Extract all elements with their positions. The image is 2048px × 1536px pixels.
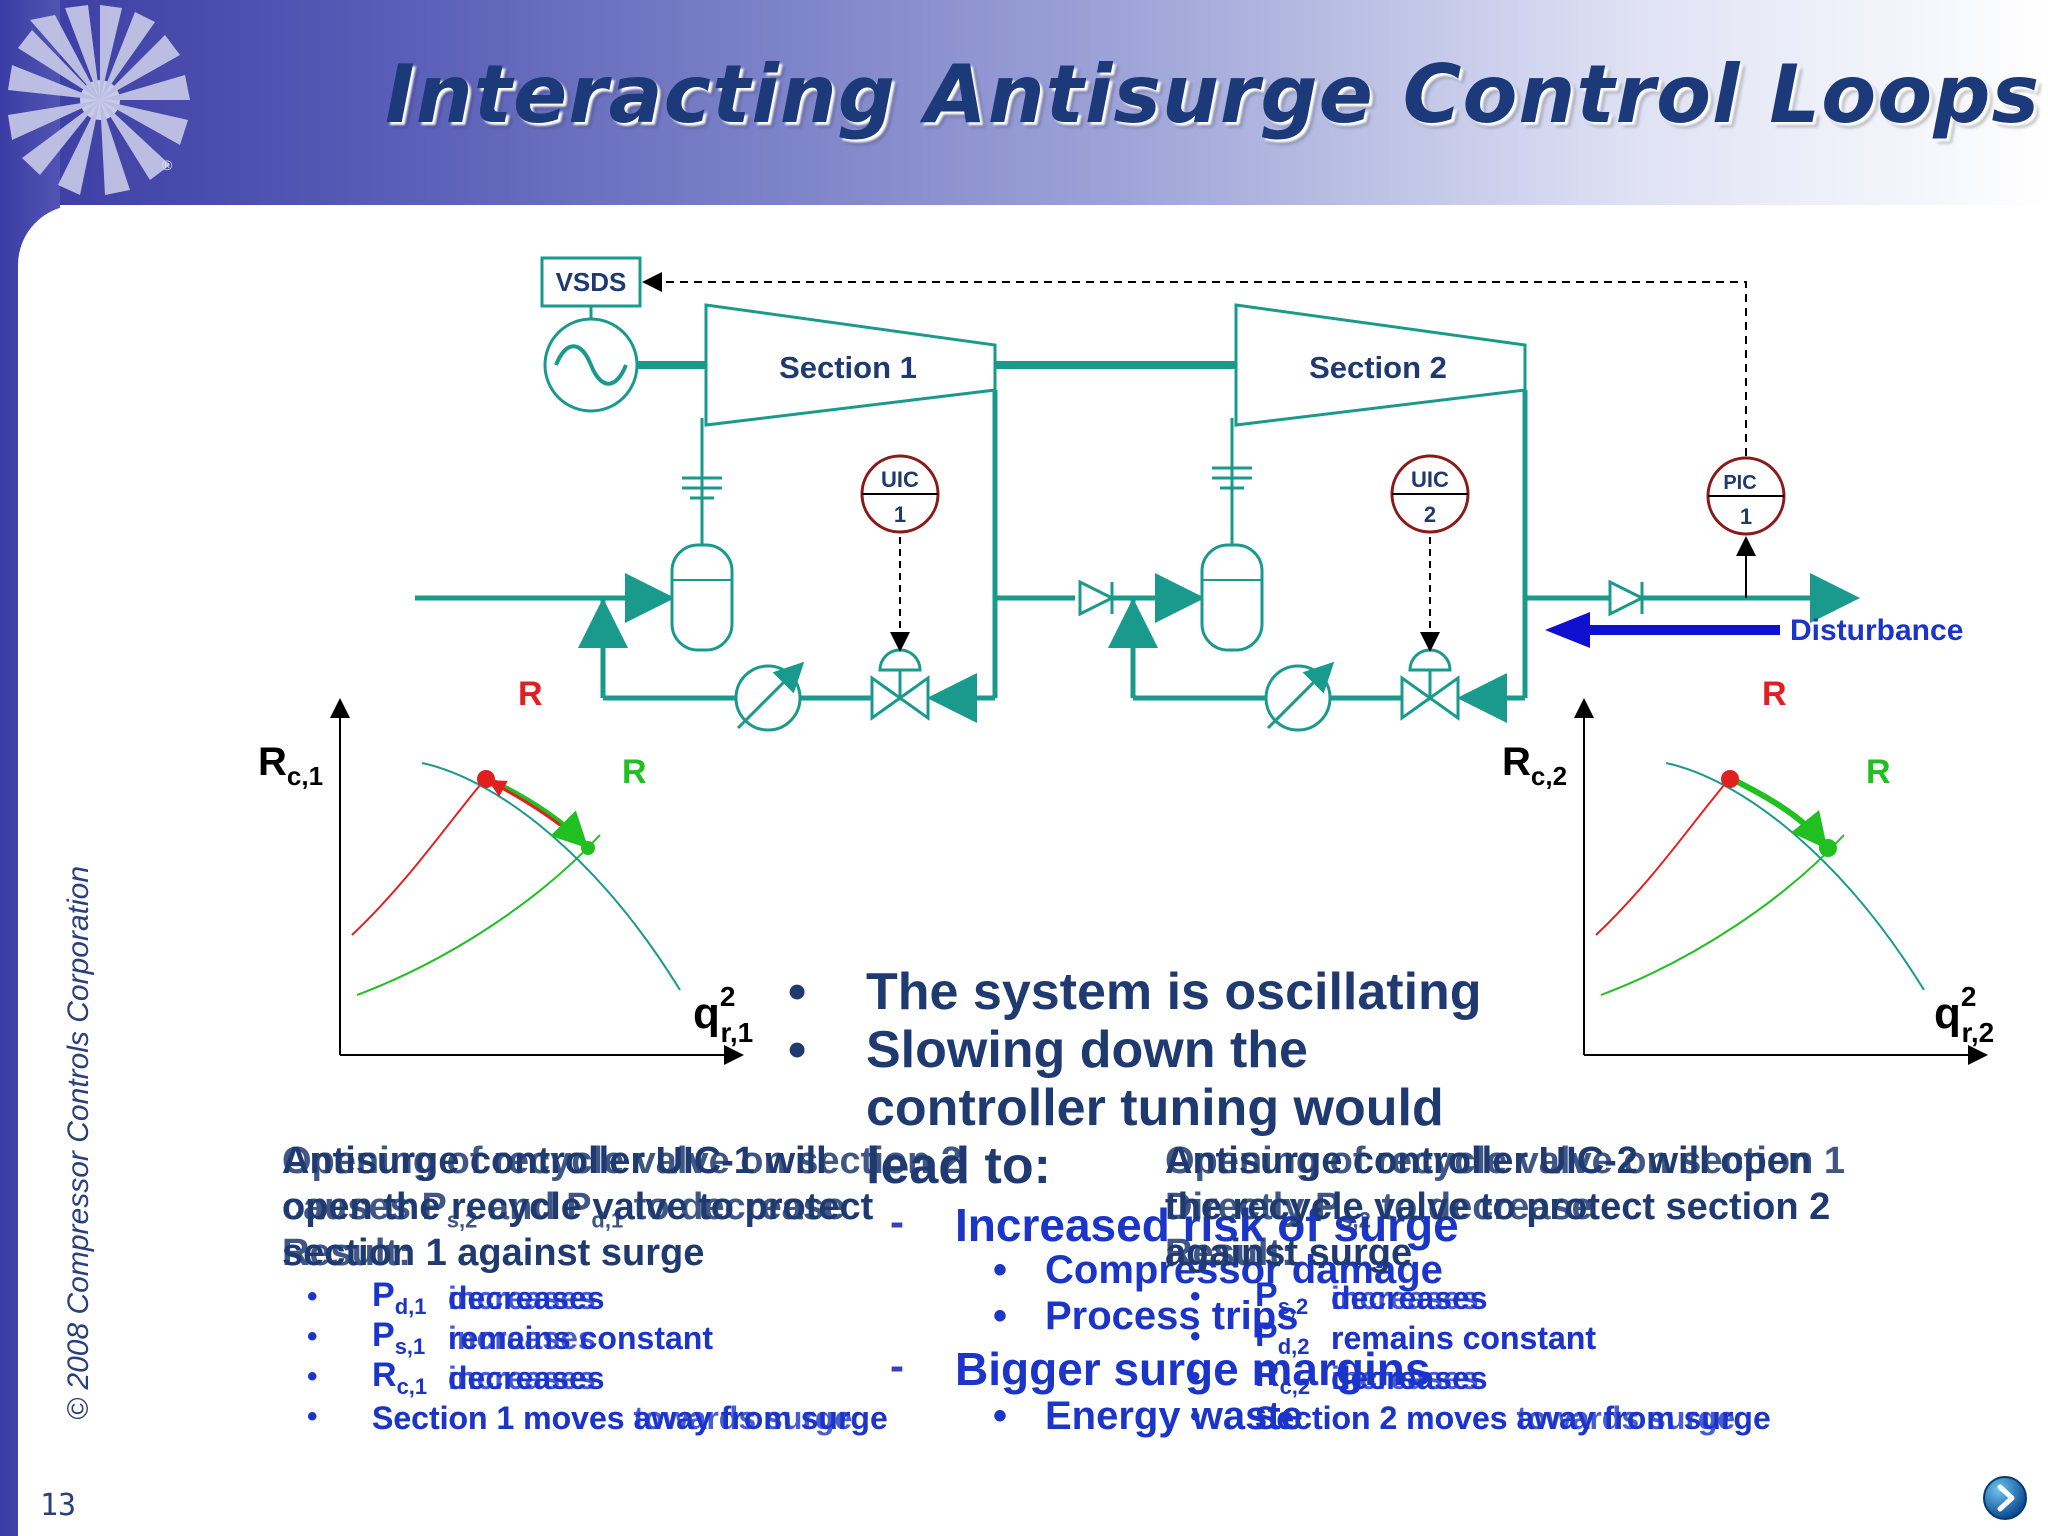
bullet-marker-1: •: [788, 963, 807, 1021]
vsds-label: VSDS: [556, 267, 627, 297]
bullet-marker-2: •: [788, 1021, 807, 1079]
dash-item-1: Increased risk of surge: [955, 1199, 1459, 1251]
bullet-2-cont: controller tuning would: [866, 1079, 1444, 1137]
svg-text:UIC: UIC: [1411, 467, 1449, 492]
copyright-text: © 2008 Compressor Controls Corporation: [62, 865, 95, 1420]
svg-text:UIC: UIC: [881, 467, 919, 492]
disturbance-label: Disturbance: [1790, 614, 1963, 647]
svg-text:1: 1: [894, 502, 906, 527]
sub-item-3: Energy waste: [1045, 1394, 1303, 1438]
slide-title: Interacting Antisurge Control Loops: [385, 48, 2041, 141]
svg-text:®: ®: [162, 157, 173, 173]
svg-text:q2r,1: q2r,1: [693, 981, 753, 1048]
dash-2: -: [890, 1342, 904, 1389]
svg-text:2: 2: [1424, 502, 1436, 527]
check-valve-2: [1608, 579, 1646, 617]
bullet-2: Slowing down the: [866, 1021, 1308, 1079]
uic-1-instrument: UIC 1: [860, 454, 940, 534]
pic-1-instrument: PIC 1: [1706, 456, 1786, 536]
svg-text:R: R: [622, 753, 647, 791]
svg-text:R: R: [518, 675, 543, 713]
svg-text:PIC: PIC: [1723, 472, 1756, 494]
section2-label: Section 2: [1309, 350, 1447, 385]
sub-marker-2: •: [993, 1294, 1008, 1338]
svg-text:R: R: [1762, 675, 1787, 713]
page-number: 13: [40, 1488, 77, 1523]
svg-text:q2r,2: q2r,2: [1934, 981, 1994, 1048]
dash-1: -: [890, 1198, 904, 1245]
section1-label: Section 1: [779, 350, 917, 385]
sub-item-1: Compressor damage: [1045, 1248, 1443, 1292]
svg-text:Rc,1: Rc,1: [258, 740, 323, 791]
next-slide-icon[interactable]: [1982, 1475, 2028, 1521]
sub-marker-3: •: [993, 1394, 1008, 1438]
dash-item-2: Bigger surge margins: [955, 1343, 1431, 1395]
content-area: [18, 205, 2048, 1536]
svg-text:1: 1: [1740, 504, 1752, 529]
header-band: [0, 0, 2048, 205]
scrubber-2: [1200, 543, 1264, 652]
scrubber-1: [670, 543, 734, 652]
sub-marker-1: •: [993, 1248, 1008, 1292]
check-valve-1: [1078, 579, 1116, 617]
sub-item-2: Process trips: [1045, 1294, 1299, 1338]
svg-text:Rc,2: Rc,2: [1502, 740, 1567, 791]
company-logo: ®: [8, 5, 190, 195]
svg-text:R: R: [1866, 753, 1891, 791]
bullet-2-cont2: lead to:: [866, 1137, 1051, 1195]
uic-2-instrument: UIC 2: [1390, 454, 1470, 534]
bullet-1: The system is oscillating: [866, 963, 1482, 1021]
